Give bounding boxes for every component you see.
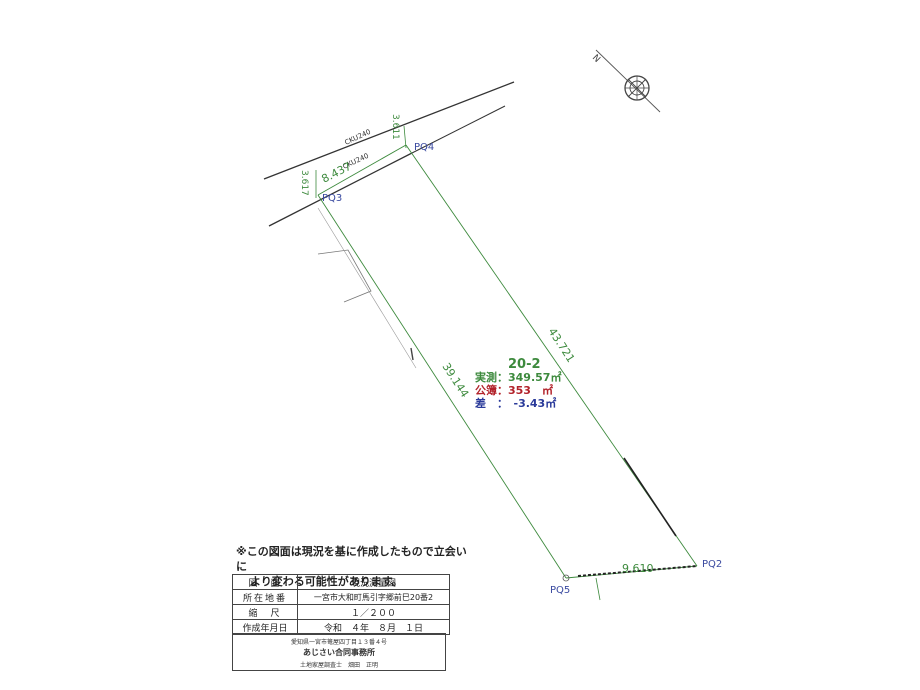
info-value: 現況測量図 — [297, 574, 450, 590]
lot-number: 20-2 — [508, 357, 541, 372]
wall-segment-right — [623, 457, 677, 537]
table-row: 図 面 現況測量図 — [232, 574, 450, 590]
road-label-outer: CKU240 — [343, 128, 372, 147]
dimension-right-label: 43.721 — [545, 326, 577, 365]
info-value: １／２００ — [297, 604, 450, 620]
table-row: 所在地番 一宮市大和町馬引字郷前巳20番2 — [232, 589, 450, 605]
road-width-marks: 3.617 3.611 — [299, 114, 407, 198]
neighbor-fence-line — [317, 249, 372, 303]
info-key: 所在地番 — [232, 589, 298, 605]
road-inner-edge-line-2 — [411, 105, 506, 154]
table-row: 作成年月日 令和 ４年 ８月 １日 — [232, 619, 450, 635]
road-outer-edge-line — [263, 81, 515, 180]
neighbor-structure — [317, 207, 417, 369]
dimension-labels: 8.437 39.144 43.721 9.610 — [319, 160, 653, 575]
dimension-bottom-label: 9.610 — [622, 562, 654, 575]
compass-north-label: N — [590, 53, 602, 65]
lot-boundary — [317, 144, 698, 601]
pq5-marker — [562, 574, 570, 582]
compass-icon: N — [590, 49, 661, 113]
road-width-right-label: 3.611 — [390, 114, 400, 140]
info-key: 図 面 — [232, 574, 298, 590]
dimension-top-label: 8.437 — [319, 160, 353, 186]
boundary-top-line — [317, 144, 407, 196]
table-row: 縮 尺 １／２００ — [232, 604, 450, 620]
neighbor-boundary-line — [317, 207, 417, 369]
dimension-left-label: 39.144 — [439, 361, 471, 400]
surveyor-office: あじさい合同事務所 — [303, 648, 375, 657]
point-label-pq3: PQ4 — [414, 142, 434, 153]
point-label-pq5: PQ5 — [550, 585, 570, 596]
road-width-left-label: 3.617 — [299, 170, 309, 196]
lot-area-info: 20-2 実測：349.57㎡ 公簿：353 ㎡ 差 ： -3.43㎡ — [475, 357, 561, 410]
point-label-pq2: PQ2 — [702, 559, 722, 570]
info-value: 一宮市大和町馬引字郷前巳20番2 — [297, 589, 450, 605]
info-key: 縮 尺 — [232, 604, 298, 620]
info-value: 令和 ４年 ８月 １日 — [297, 619, 450, 635]
info-key: 作成年月日 — [232, 619, 298, 635]
surveyor-address: 愛知県一宮市篭屋四丁目１３番４号 — [290, 639, 387, 646]
point-labels: PQ4 PQ3 PQ2 PQ5 — [322, 142, 722, 596]
title-block-table: 図 面 現況測量図 所在地番 一宮市大和町馬引字郷前巳20番2 縮 尺 １／２０… — [232, 574, 450, 635]
road-width-right-tick — [403, 125, 407, 149]
bottom-tick-mark — [595, 577, 601, 601]
point-label-pq4: PQ3 — [322, 193, 342, 204]
disclaimer-line-1: ※この図面は現況を基に作成したもので立会いに — [236, 545, 467, 573]
surveyor-footer: 愛知県一宮市篭屋四丁目１３番４号 あじさい合同事務所 土地家屋調査士 畑田 正明 — [232, 633, 446, 671]
road-inner-edge-line — [268, 152, 413, 227]
measured-area: 実測：349.57㎡ — [475, 370, 561, 384]
road: CKU240 CKU240 — [263, 81, 515, 227]
boundary-mark — [410, 347, 414, 361]
registered-area: 公簿：353 ㎡ — [475, 383, 553, 397]
area-difference: 差 ： -3.43㎡ — [475, 396, 556, 410]
boundary-left-line — [317, 194, 567, 579]
surveyor-name: 土地家屋調査士 畑田 正明 — [299, 662, 378, 669]
